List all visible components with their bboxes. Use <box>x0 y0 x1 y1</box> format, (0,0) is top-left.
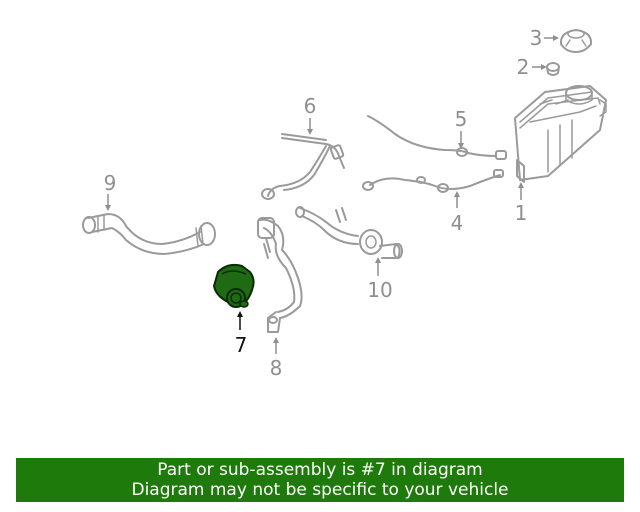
callout-4: 4 <box>451 191 464 235</box>
callout-10-label: 10 <box>367 278 392 302</box>
part-2-plug[interactable] <box>546 62 560 76</box>
callout-5-label: 5 <box>455 107 468 131</box>
part-1-expansion-tank[interactable] <box>514 85 607 183</box>
callout-9-label: 9 <box>104 171 117 195</box>
callout-2-label: 2 <box>517 55 530 79</box>
part-7-hose-fitting[interactable] <box>213 263 255 308</box>
callout-9: 9 <box>104 171 117 211</box>
callout-1: 1 <box>515 182 528 225</box>
callout-7: 7 <box>235 311 248 357</box>
part-6-vent-line[interactable] <box>261 133 345 200</box>
callout-6: 6 <box>304 94 317 135</box>
parts-diagram: 1 2 3 4 5 6 7 8 9 <box>82 26 607 380</box>
part-5-sensor-wire[interactable] <box>367 115 507 160</box>
footer-banner: Part or sub-assembly is #7 in diagram Di… <box>16 458 624 502</box>
callout-6-label: 6 <box>304 94 317 118</box>
callout-5: 5 <box>455 107 468 149</box>
callout-8-label: 8 <box>270 356 283 380</box>
callout-7-label: 7 <box>235 333 248 357</box>
part-8-coolant-pipe[interactable] <box>257 217 303 333</box>
footer-line-part-number: Part or sub-assembly is #7 in diagram <box>157 460 483 480</box>
part-3-cap[interactable] <box>559 29 593 53</box>
part-10-hose-connector[interactable] <box>295 206 403 259</box>
callout-4-label: 4 <box>451 211 464 235</box>
callout-3: 3 <box>530 26 559 50</box>
callout-8: 8 <box>270 337 283 380</box>
callout-1-label: 1 <box>515 201 528 225</box>
callout-3-label: 3 <box>530 26 543 50</box>
footer-line-disclaimer: Diagram may not be specific to your vehi… <box>131 480 509 500</box>
callout-10: 10 <box>367 257 393 302</box>
callout-2: 2 <box>517 55 547 79</box>
part-4-sensor-line[interactable] <box>362 169 504 193</box>
part-9-radiator-hose[interactable] <box>82 213 216 255</box>
